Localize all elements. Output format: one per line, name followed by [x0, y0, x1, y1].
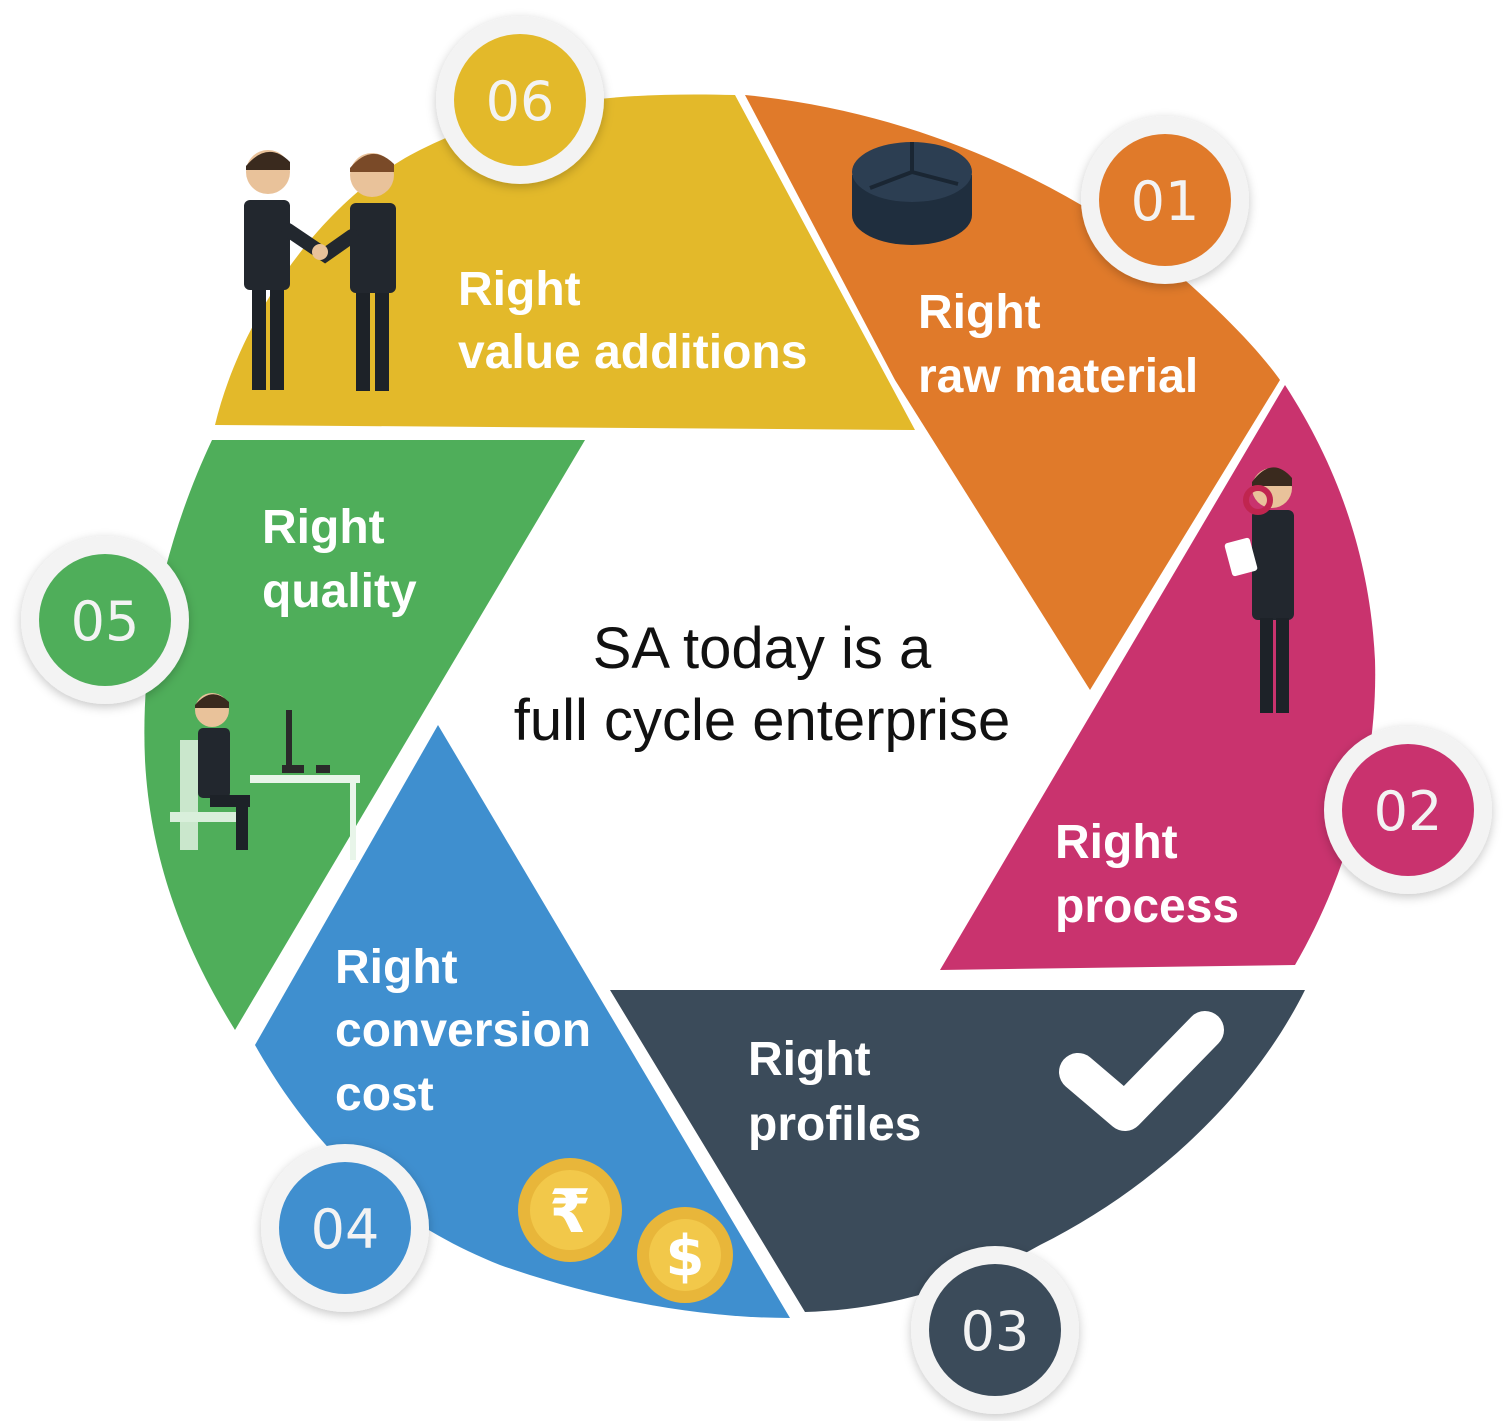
segment-01-subtitle: raw material	[918, 350, 1198, 403]
segment-03-shape	[610, 990, 1305, 1312]
segment-01-title: Right	[918, 286, 1041, 339]
badge-06-number: 06	[486, 70, 555, 133]
segment-03-title: Right	[748, 1033, 871, 1086]
segment-06-title: Right	[458, 263, 581, 316]
badge-04: 04	[261, 1144, 429, 1312]
segment-04-subtitle-2: cost	[335, 1068, 434, 1121]
checkmark-icon	[1059, 1011, 1224, 1131]
inspector-magnifier-icon	[1224, 467, 1294, 713]
office-worker-desk-icon	[170, 693, 360, 860]
segment-05: Right quality	[144, 440, 585, 1030]
center-title-line-1: SA today is a	[593, 616, 932, 681]
segment-05-title: Right	[262, 501, 385, 554]
segment-04-title: Right	[335, 941, 458, 994]
segment-03-subtitle: profiles	[748, 1098, 921, 1151]
currency-coins-icon: ₹ $	[518, 1158, 733, 1303]
svg-text:₹: ₹	[549, 1177, 591, 1247]
segment-01: Right raw material	[745, 95, 1280, 690]
segment-02-subtitle: process	[1055, 880, 1239, 933]
segment-02: Right process	[940, 385, 1376, 970]
segment-06: Right value additions	[215, 94, 915, 430]
segment-05-shape	[144, 440, 585, 1030]
segment-05-subtitle: quality	[262, 565, 417, 618]
segment-06-subtitle: value additions	[458, 326, 807, 379]
segment-01-shape	[745, 95, 1280, 690]
badge-01-number: 01	[1131, 170, 1200, 233]
badge-02: 02	[1324, 726, 1492, 894]
segment-04-subtitle: conversion	[335, 1004, 591, 1057]
segment-03: Right profiles	[610, 990, 1305, 1312]
badge-04-number: 04	[311, 1198, 380, 1261]
badge-05: 05	[21, 536, 189, 704]
center-title-line-2: full cycle enterprise	[514, 688, 1010, 753]
segment-02-title: Right	[1055, 816, 1178, 869]
badge-01: 01	[1081, 116, 1249, 284]
badge-02-number: 02	[1374, 780, 1443, 843]
badge-05-number: 05	[71, 590, 140, 653]
handshake-icon	[244, 150, 396, 391]
svg-text:$: $	[666, 1224, 705, 1289]
coin-stack-icon	[852, 142, 972, 245]
badge-06: 06	[436, 16, 604, 184]
badge-03: 03	[911, 1246, 1079, 1414]
badge-03-number: 03	[961, 1300, 1030, 1363]
